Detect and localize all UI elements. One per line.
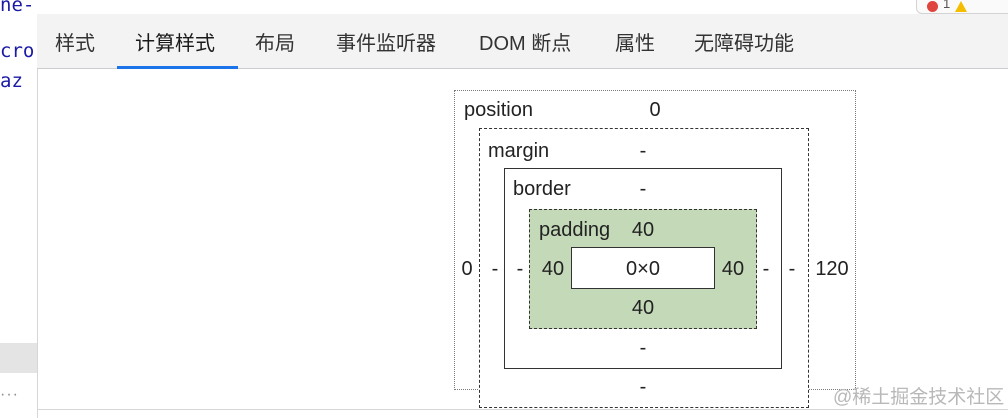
tab-layout[interactable]: 布局 [255,33,295,55]
active-tab-indicator [117,66,238,69]
tab-styles[interactable]: 样式 [55,33,95,55]
margin-left-value[interactable]: - [491,258,499,280]
border-top-value[interactable]: - [639,178,647,200]
tab-dom-breakpoints[interactable]: DOM 断点 [479,33,572,55]
divider [37,409,1008,410]
padding-top-value[interactable]: 40 [631,219,655,241]
position-right-value[interactable]: 120 [815,258,849,280]
tab-computed[interactable]: 计算样式 [135,33,215,55]
error-count: 1 [943,0,951,11]
border-right-value[interactable]: - [762,258,770,280]
watermark: @稀土掘金技术社区 [833,387,1005,408]
margin-label: margin [488,140,550,162]
source-code-pane: ne- cro az ··· [0,0,38,418]
selected-line-highlight [0,343,37,373]
warning-icon [955,1,967,12]
code-line: ne- [0,0,35,16]
error-icon [927,1,938,12]
position-left-value[interactable]: 0 [461,258,473,280]
tab-event-listeners[interactable]: 事件监听器 [336,33,436,55]
margin-bottom-value[interactable]: - [639,376,647,398]
content-box[interactable] [571,247,715,289]
more-icon[interactable]: ··· [0,386,19,403]
padding-left-value[interactable]: 40 [541,258,565,280]
padding-bottom-value[interactable]: 40 [631,297,655,319]
top-toolbar-strip [37,0,1008,14]
position-label: position [464,99,533,121]
tab-accessibility[interactable]: 无障碍功能 [694,33,794,55]
code-line: cro [0,40,35,62]
code-line: az [0,70,23,92]
position-top-value[interactable]: 0 [649,99,661,121]
content-size-value[interactable]: 0×0 [626,258,660,280]
border-bottom-value[interactable]: - [639,337,647,359]
issues-counter[interactable]: 1 [916,0,1008,14]
margin-right-value[interactable]: - [788,258,796,280]
border-label: border [513,178,571,200]
margin-top-value[interactable]: - [639,140,647,162]
padding-right-value[interactable]: 40 [721,258,745,280]
border-left-value[interactable]: - [516,258,524,280]
padding-label: padding [539,219,611,241]
sidebar-tab-bar: 样式 计算样式 布局 事件监听器 DOM 断点 属性 无障碍功能 [37,14,1008,69]
tab-properties[interactable]: 属性 [615,33,655,55]
